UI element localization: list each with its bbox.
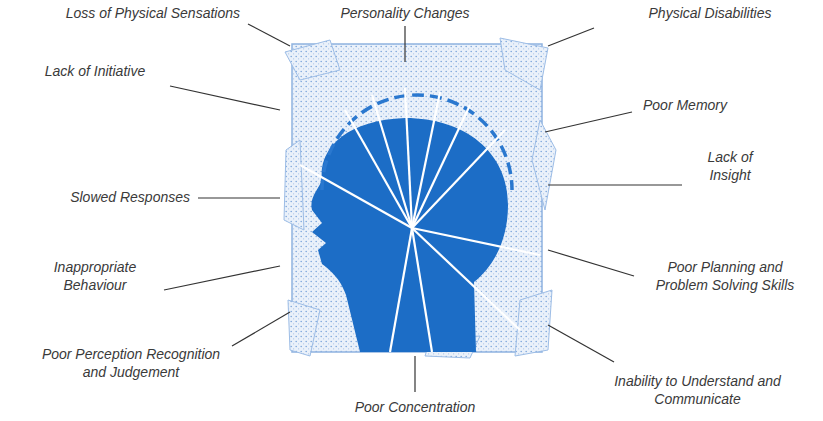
symptom-label: Poor Planning and Problem Solving Skills (640, 258, 810, 294)
leader-lines (164, 24, 682, 392)
head-silhouette (311, 118, 508, 352)
symptom-label: Poor Perception Recognition and Judgemen… (40, 345, 222, 381)
symptom-label: Slowed Responses (10, 188, 190, 206)
symptom-label: Inability to Understand and Communicate (610, 372, 785, 408)
symptom-label: Lack of Initiative (20, 62, 170, 80)
symptom-label: Poor Concentration (330, 398, 500, 416)
symptom-label: Loss of Physical Sensations (40, 4, 240, 22)
symptom-label: Poor Memory (625, 96, 745, 114)
symptom-label: Lack of Insight (690, 148, 770, 184)
dashed-arc (322, 95, 512, 190)
cracks (300, 88, 540, 352)
symptom-label: Personality Changes (320, 4, 490, 22)
glass-pane (284, 38, 556, 358)
symptom-label: Inappropriate Behaviour (30, 258, 160, 294)
symptom-label: Physical Disabilities (630, 4, 790, 22)
